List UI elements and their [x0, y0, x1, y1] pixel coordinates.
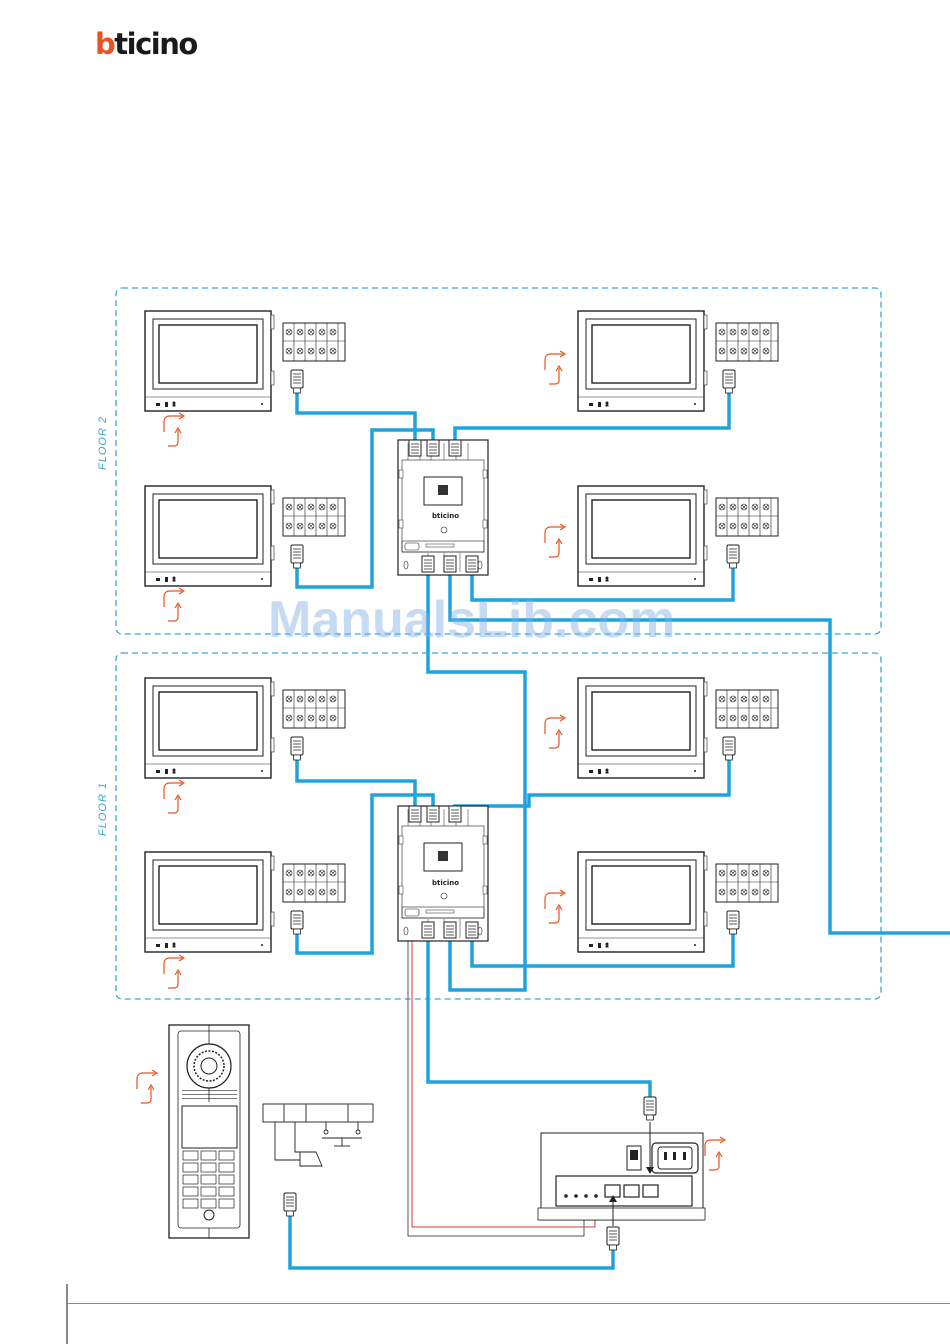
floor1-arrow-2 [164, 955, 184, 988]
footer-rule [68, 1303, 950, 1304]
floor2-monitor-3 [578, 311, 707, 411]
floor1-arrow-4 [545, 890, 565, 923]
floor1-monitor-3 [578, 678, 707, 778]
floor2-plug-2 [291, 545, 303, 568]
entrance-arrow [137, 1070, 157, 1103]
floor2-terminal-3 [716, 323, 778, 361]
power-arrow [705, 1137, 725, 1170]
floor2-plug-4 [727, 545, 739, 568]
floor2-monitor-2 [145, 486, 274, 586]
floor2-terminal-4 [716, 498, 778, 536]
power-plug-bottom [607, 1227, 619, 1250]
svg-text:bticino: bticino [432, 879, 459, 887]
floor1-terminal-4 [716, 864, 778, 902]
floor1-monitor-1 [145, 678, 274, 778]
entrance-panel [169, 1025, 249, 1238]
floor2-plug-3 [723, 370, 735, 393]
footer-bar [66, 1284, 68, 1344]
door-lock-schematic [263, 1104, 373, 1166]
floor1-terminal-3 [716, 690, 778, 728]
floor1-plug-4 [727, 911, 739, 934]
floor1-monitor-2 [145, 852, 274, 952]
floor2-terminal-1 [283, 323, 345, 361]
svg-text:bticino: bticino [432, 512, 459, 520]
floor2-terminal-2 [283, 498, 345, 536]
floor2-arrow-1 [164, 413, 184, 446]
watermark: ManualsLib.com [268, 591, 675, 649]
floor2-plug-1 [291, 370, 303, 393]
floor1-plug-3 [723, 737, 735, 760]
floor2-arrow-4 [545, 524, 565, 557]
floor2-label: FLOOR 2 [97, 416, 109, 470]
floor1-arrow-1 [164, 780, 184, 813]
floor1-monitor-4 [578, 852, 707, 952]
floor2-distributor [398, 440, 488, 575]
floor2-arrow-3 [545, 351, 565, 384]
power-plug-top [644, 1097, 656, 1120]
floor1-arrow-3 [545, 715, 565, 748]
floor2-monitor-4 [578, 486, 707, 586]
floor1-distributor [398, 806, 488, 941]
floor1-terminal-1 [283, 690, 345, 728]
floor1-plug-2 [291, 911, 303, 934]
floor1-terminal-2 [283, 864, 345, 902]
power-supply [538, 1133, 705, 1220]
floor1-plug-1 [291, 737, 303, 760]
entrance-plug [284, 1193, 296, 1216]
floor2-arrow-2 [164, 588, 184, 621]
floor1-label: FLOOR 1 [97, 782, 109, 836]
floor2-monitor-1 [145, 311, 274, 411]
